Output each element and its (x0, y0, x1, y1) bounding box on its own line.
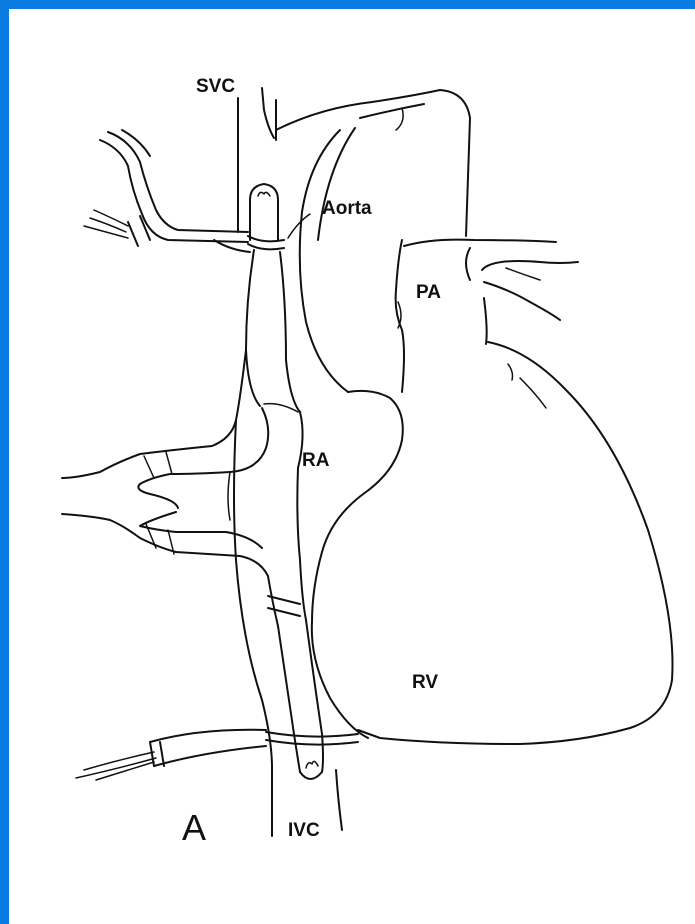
rv-label: RV (412, 672, 438, 693)
y-connector (62, 350, 306, 836)
ra-label: RA (302, 450, 330, 471)
pa-label: PA (416, 282, 441, 303)
figure-frame: SVC Aorta PA RA RV IVC A (9, 9, 695, 924)
heart-cannulation-diagram: SVC Aorta PA RA RV IVC A (9, 9, 695, 924)
svc-vessel (238, 88, 276, 232)
lower-left-tube (76, 730, 266, 780)
ivc-label: IVC (288, 820, 320, 841)
right-atrium (312, 391, 403, 622)
upper-left-tubes (84, 130, 250, 252)
right-ventricle (312, 342, 673, 744)
aorta-label: Aorta (322, 198, 372, 219)
pulmonary-artery (396, 240, 578, 392)
panel-letter: A (182, 807, 206, 848)
svc-label: SVC (196, 76, 235, 97)
svc-cannula (246, 184, 300, 412)
